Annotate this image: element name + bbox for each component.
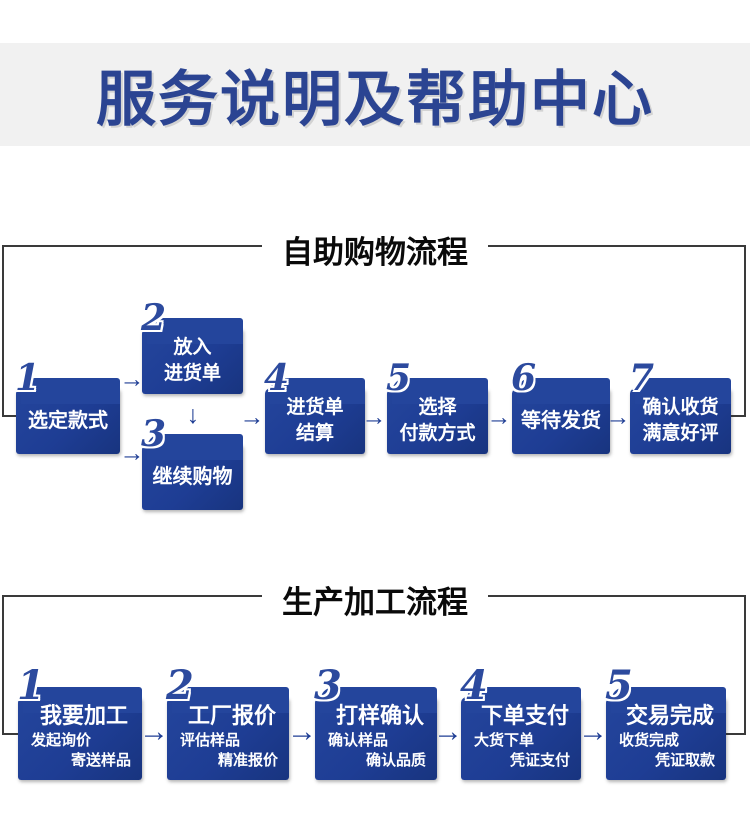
step-title: 工厂报价 <box>187 703 276 728</box>
step-box-wait-shipping: 6 等待发货 <box>511 360 610 454</box>
step-box-confirm-receipt: 7 确认收货 满意好评 <box>629 360 731 454</box>
step-number: 3 <box>314 662 342 709</box>
step-number: 5 <box>386 357 412 399</box>
frame-line <box>2 415 16 417</box>
step-title: 下单支付 <box>480 703 569 728</box>
arrow-right-icon: → <box>486 403 512 431</box>
step-number: 3 <box>141 413 167 455</box>
arrow-right-icon: → <box>239 403 265 431</box>
frame-line <box>488 245 746 247</box>
step-box-add-to-order: 2 放入 进货单 <box>141 300 243 394</box>
frame-line <box>744 595 746 735</box>
section1-title: 自助购物流程 <box>282 235 468 270</box>
arrow-right-icon: → <box>119 365 145 393</box>
step-subtext: 确认样品 <box>328 732 389 749</box>
step-number: 4 <box>264 357 290 399</box>
step-number: 7 <box>629 357 655 399</box>
step-number: 1 <box>17 662 45 709</box>
step-number: 5 <box>605 662 633 709</box>
banner: 服务说明及帮助中心 <box>0 43 750 146</box>
step-label: 进货单 <box>286 397 344 418</box>
step-box-continue-shopping: 3 继续购物 <box>141 416 243 510</box>
step-number: 2 <box>166 662 194 709</box>
step-label: 结算 <box>295 423 334 444</box>
step-label: 选择 <box>418 397 457 418</box>
step-label: 确认收货 <box>642 397 719 418</box>
step-subtext: 评估样品 <box>180 732 241 749</box>
step-label: 继续购物 <box>152 466 233 488</box>
section2-title: 生产加工流程 <box>282 585 468 620</box>
step-box-order-settlement: 4 进货单 结算 <box>264 360 365 454</box>
step-subtext: 确认品质 <box>365 752 426 769</box>
arrow-right-icon: → <box>287 715 317 748</box>
step-box-sample-confirm: 3 打样确认 确认样品 确认品质 <box>314 666 437 780</box>
step-number: 2 <box>141 297 167 339</box>
banner-title: 服务说明及帮助中心 <box>96 66 654 133</box>
step-label: 选定款式 <box>28 410 108 432</box>
step-title: 打样确认 <box>335 703 424 728</box>
step-number: 4 <box>460 662 488 709</box>
step-label: 满意好评 <box>642 423 719 444</box>
step-label: 放入 <box>173 337 212 358</box>
step-label: 付款方式 <box>399 423 476 444</box>
step-subtext: 精准报价 <box>217 752 278 769</box>
step-subtext: 寄送样品 <box>70 752 131 769</box>
step-box-request-processing: 1 我要加工 发起询价 寄送样品 <box>17 666 142 780</box>
step-subtext: 发起询价 <box>31 732 92 749</box>
step-subtext: 收货完成 <box>619 732 680 749</box>
step-box-payment-method: 5 选择 付款方式 <box>386 360 488 454</box>
step-box-order-payment: 4 下单支付 大货下单 凭证支付 <box>460 666 581 780</box>
step-title: 交易完成 <box>625 703 714 728</box>
arrow-right-icon: → <box>433 715 463 748</box>
frame-line <box>731 415 746 417</box>
frame-line <box>488 595 746 597</box>
frame-line <box>2 245 4 417</box>
step-subtext: 凭证支付 <box>509 752 570 769</box>
frame-line <box>2 595 4 735</box>
frame-line <box>2 733 18 735</box>
arrow-down-icon: ↓ <box>186 401 200 429</box>
arrow-right-icon: → <box>605 403 631 431</box>
frame-line <box>2 245 262 247</box>
arrow-right-icon: → <box>139 715 169 748</box>
arrow-right-icon: → <box>119 439 145 467</box>
step-box-transaction-complete: 5 交易完成 收货完成 凭证取款 <box>605 666 726 780</box>
step-box-select-style: 1 选定款式 <box>15 360 120 454</box>
arrow-right-icon: → <box>578 715 608 748</box>
step-subtext: 凭证取款 <box>654 752 715 769</box>
step-title: 我要加工 <box>39 703 128 728</box>
frame-line <box>726 733 744 735</box>
step-box-factory-quote: 2 工厂报价 评估样品 精准报价 <box>166 666 289 780</box>
step-label: 等待发货 <box>521 410 601 432</box>
step-subtext: 大货下单 <box>474 732 535 749</box>
frame-line <box>2 595 262 597</box>
step-number: 1 <box>15 357 41 399</box>
step-number: 6 <box>511 357 537 399</box>
frame-line <box>744 245 746 417</box>
arrow-right-icon: → <box>361 403 387 431</box>
step-label: 进货单 <box>163 363 221 384</box>
